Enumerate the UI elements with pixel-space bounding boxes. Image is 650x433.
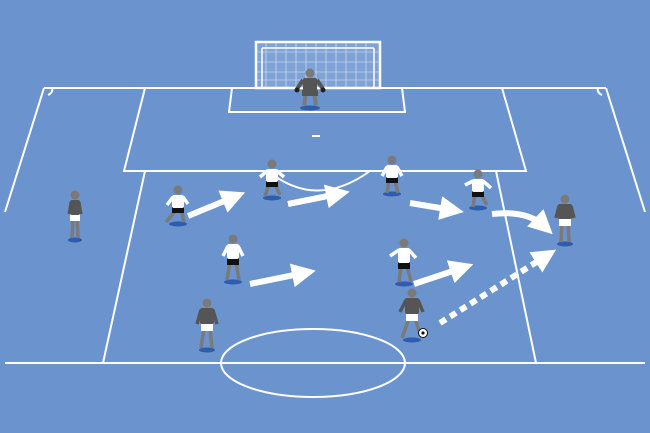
player-dark bbox=[195, 298, 219, 353]
left-touchline bbox=[4, 87, 45, 213]
pitch-markings bbox=[4, 87, 646, 398]
pass-arrows bbox=[438, 249, 557, 326]
corner-arc-right bbox=[596, 87, 603, 96]
movement-arrow bbox=[491, 209, 553, 235]
movement-arrow bbox=[249, 263, 316, 288]
corner-arc-left bbox=[47, 87, 54, 96]
right-touchline bbox=[605, 87, 646, 213]
movement-arrow bbox=[413, 260, 474, 287]
goalkeeper bbox=[294, 68, 326, 111]
player-dark-with-ball bbox=[398, 288, 425, 343]
pass-arrow bbox=[438, 249, 557, 326]
player-white bbox=[221, 234, 245, 285]
penalty-area bbox=[122, 87, 528, 172]
goal-area bbox=[227, 87, 407, 113]
movement-arrow bbox=[409, 196, 464, 220]
right-channel-line bbox=[495, 170, 537, 364]
player-white bbox=[380, 155, 404, 197]
players bbox=[67, 68, 576, 353]
movement-arrow bbox=[287, 184, 350, 209]
player-dark bbox=[67, 190, 83, 243]
penalty-arc bbox=[267, 170, 371, 192]
player-white bbox=[258, 159, 286, 201]
movement-arrows bbox=[186, 184, 553, 288]
player-white bbox=[164, 185, 190, 227]
ball bbox=[418, 328, 428, 338]
player-dark bbox=[554, 194, 576, 247]
left-channel-line bbox=[102, 170, 146, 364]
movement-arrow bbox=[186, 190, 246, 219]
center-circle bbox=[220, 328, 406, 398]
player-white bbox=[389, 238, 418, 287]
player-white bbox=[464, 169, 493, 211]
